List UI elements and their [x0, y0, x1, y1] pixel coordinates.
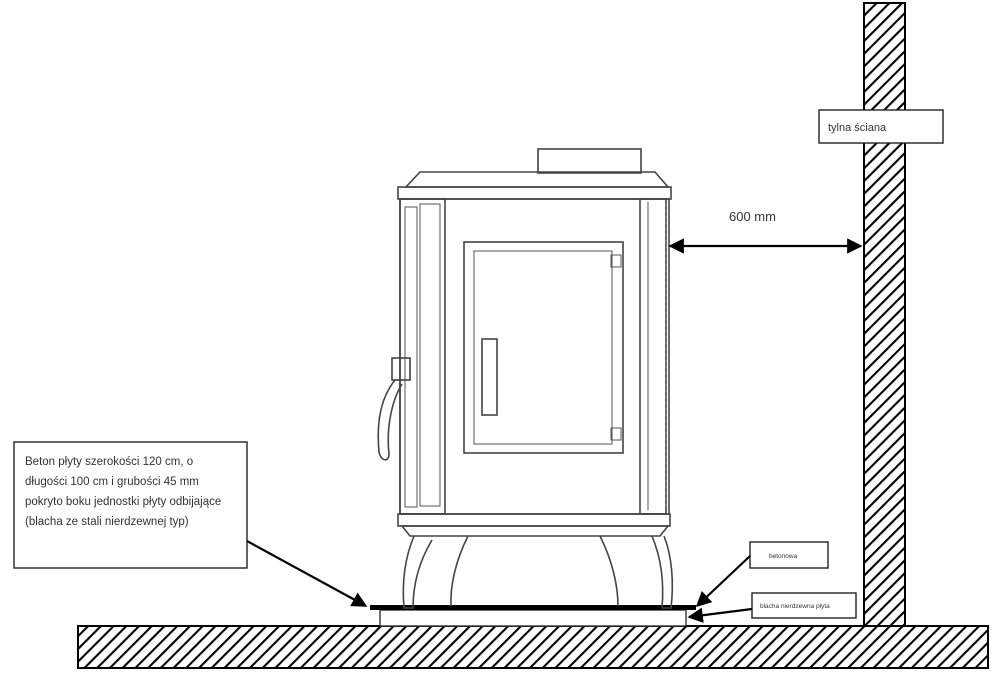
back-wall-label-box [818, 109, 944, 144]
floor [77, 625, 989, 669]
slab-description-arrow [246, 540, 368, 607]
steel-plate [370, 605, 696, 610]
concrete-slab [379, 609, 687, 627]
back-wall [863, 2, 906, 627]
steel-plate-label-box [751, 592, 857, 619]
slab-description-line-2: długości 100 cm i grubości 45 mm [25, 476, 199, 488]
slab-description-line-1: Beton płyty szerokości 120 cm, o [25, 456, 193, 468]
slab-description-line-4: (blacha ze stali nierdzewnej typ) [25, 516, 189, 528]
concrete-label-box [749, 541, 829, 569]
distance-label: 600 mm [729, 209, 776, 224]
slab-description: Beton płyty szerokości 120 cm, o długośc… [25, 456, 224, 528]
stove [377, 148, 674, 609]
back-wall-label: tylna ściana [828, 122, 887, 134]
concrete-label: betonowa [769, 553, 798, 560]
concrete-arrow [695, 555, 751, 608]
steel-plate-arrow [687, 607, 753, 623]
steel-plate-label: blacha nierdzewna płyta [760, 603, 830, 610]
slab-description-box [13, 441, 248, 569]
slab-description-line-3: pokryto boku jednostki płyty odbijające [25, 496, 221, 508]
